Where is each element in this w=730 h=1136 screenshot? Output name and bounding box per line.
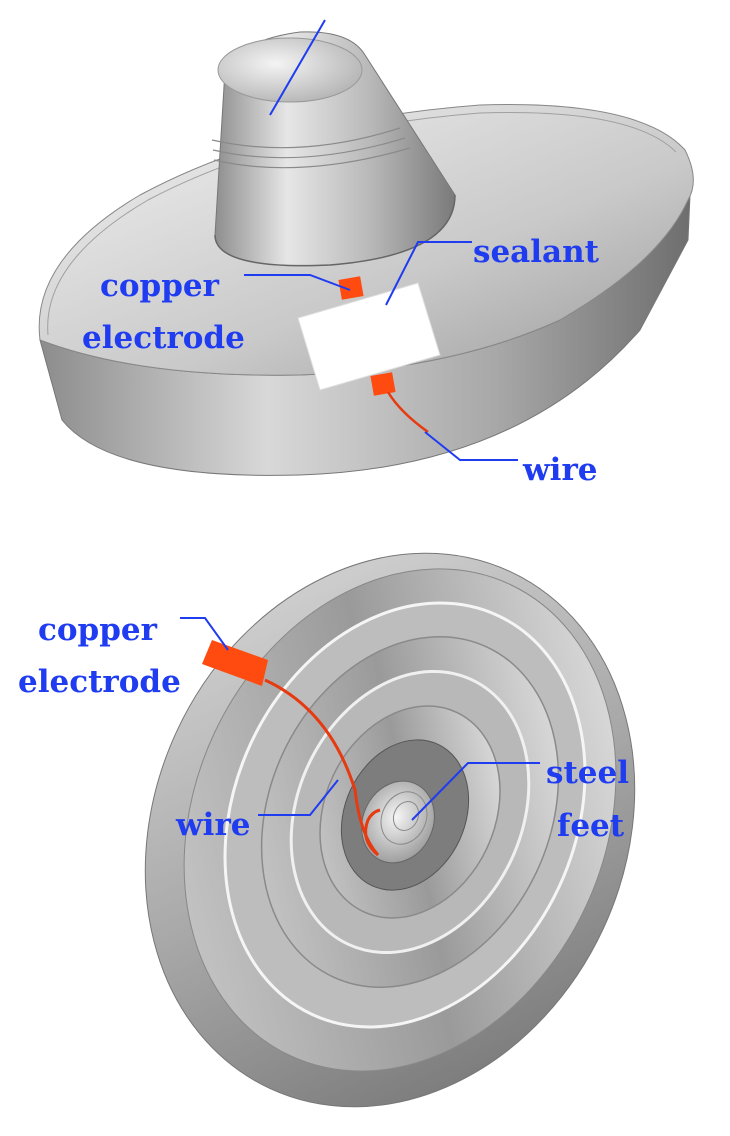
cone-leader-line [269, 19, 326, 116]
top-copper-label-line2: electrode [82, 320, 245, 356]
sealant-patch [297, 282, 441, 391]
cone-groove [213, 147, 411, 169]
steel-feet-ring [392, 800, 420, 832]
top-copper-leader-line [244, 274, 351, 291]
cone-groove [211, 127, 401, 149]
bottom-wire-label: wire [175, 807, 251, 843]
top-insulator [38, 31, 694, 476]
copper-electrode-upper [338, 276, 364, 300]
steel-feet-hub [361, 780, 435, 864]
cone-base-edge [214, 194, 456, 267]
cone-top-cap [217, 37, 363, 103]
cone-groove [212, 137, 406, 159]
steel-feet-ring [380, 791, 428, 845]
top-wire-leader-line [424, 431, 518, 461]
bottom-copper-leader-line [180, 617, 229, 651]
bottom-wire-leader-line [258, 779, 339, 816]
steel-feet-leader-line [411, 762, 540, 821]
sealant-label: sealant [473, 234, 600, 270]
top-copper-label-line1: copper [100, 268, 220, 304]
bottom-wire-loop [364, 808, 381, 857]
bottom-copper-label-line2: electrode [18, 664, 181, 700]
bottom-copper-electrode [202, 640, 268, 686]
steel-feet-label-line2: feet [557, 808, 625, 844]
bottom-insulator [144, 552, 636, 1108]
sealant-leader-line [385, 241, 472, 306]
top-wire-label: wire [522, 452, 598, 488]
copper-electrode-lower [370, 372, 396, 396]
steel-feet-label-line1: steel [546, 755, 629, 791]
top-wire [386, 391, 429, 434]
bottom-copper-label-line1: copper [38, 612, 158, 648]
